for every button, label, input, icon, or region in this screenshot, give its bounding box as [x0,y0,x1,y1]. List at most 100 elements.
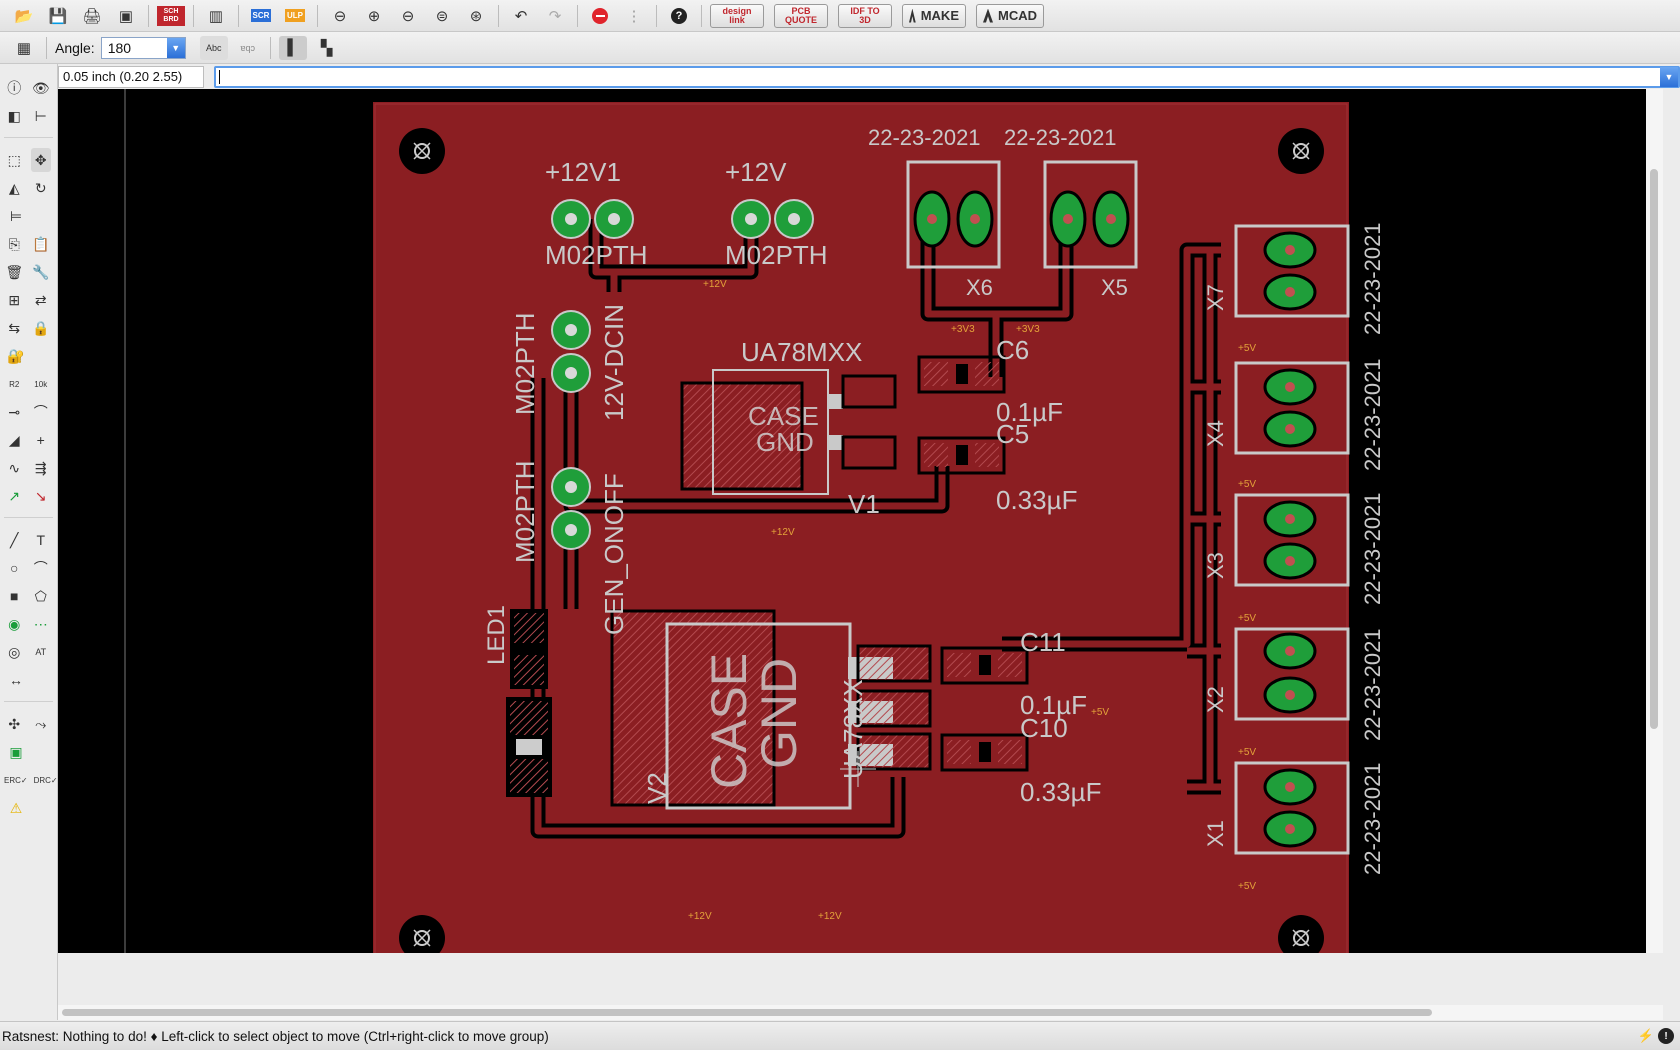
zoom-out-icon[interactable]: ⊖ [401,7,415,25]
warning-icon[interactable]: ⚠ [9,799,23,816]
align-icon[interactable]: ⊨ [9,207,23,224]
layout-single-icon[interactable]: ▌ [278,35,307,60]
erc-icon[interactable]: ERC✓ [4,775,28,785]
hole-icon[interactable]: ◎ [8,643,21,660]
idf-to-3d-button[interactable]: IDF TO 3D [838,3,892,28]
attribute-icon[interactable]: AT [35,647,47,657]
vertical-scrollbar[interactable] [1646,89,1663,953]
command-input[interactable]: ▼ [214,65,1680,88]
cam-icon[interactable]: ▣ [118,7,134,25]
library-icon[interactable]: ▥ [208,7,224,25]
mounting-hole[interactable] [399,128,445,174]
rect-icon[interactable]: ■ [10,588,19,604]
route-icon[interactable]: ↗ [8,487,21,504]
lock-group-icon[interactable]: 🔒 [32,319,50,336]
terminal-x2[interactable] [1234,627,1350,721]
wrench-icon[interactable]: 🔧 [32,263,50,280]
angle-select[interactable]: 180 ▼ [100,36,186,59]
swap-icon[interactable]: ⇆ [8,319,21,336]
save-icon[interactable]: 💾 [48,7,68,25]
delete-icon[interactable]: 🗑 [5,263,24,280]
terminal-x3[interactable] [1234,493,1350,587]
chevron-down-icon[interactable]: ▼ [1660,66,1678,87]
undo-icon[interactable]: ↶ [514,7,528,25]
regulator-v2[interactable] [610,609,932,810]
sch-brd-icon[interactable]: SCH BRD [157,4,185,28]
display-layers-icon[interactable]: ◧ [7,107,21,124]
ulp-icon[interactable]: ULP [281,4,309,28]
polygon-icon[interactable]: ⬠ [34,587,47,604]
show-icon[interactable]: 👁 [31,79,50,96]
select-icon[interactable]: ⬚ [7,151,21,168]
optimize-icon[interactable]: + [36,432,45,448]
miter-icon[interactable]: ⌒ [33,404,48,420]
text-icon[interactable]: T [36,532,46,548]
terminal-x4[interactable] [1234,361,1350,455]
open-icon[interactable]: 📂 [14,7,34,25]
ratsnest-icon[interactable]: ✣ [8,715,21,732]
connector-onoff[interactable] [551,467,591,550]
copy-icon[interactable]: ⎘ [8,235,20,252]
capacitor-c6[interactable] [917,355,1006,394]
ripup-icon[interactable]: ↘ [34,487,47,504]
scrollbar-thumb[interactable] [1650,169,1658,729]
horizontal-scrollbar[interactable] [58,1005,1663,1020]
capacitor-c5[interactable] [917,436,1006,475]
dimension-icon[interactable]: ↔ [9,672,23,688]
script-icon[interactable]: SCR [247,4,275,28]
regulator-v1[interactable] [680,369,897,495]
grid-icon[interactable]: ▦ [16,39,32,57]
capacitor-c11[interactable] [940,646,1029,685]
print-icon[interactable]: 🖨 [82,7,102,25]
signal-icon[interactable]: ⋯ [33,615,48,632]
connector-j2[interactable] [731,199,814,239]
drc-icon[interactable]: DRC✓ [33,775,58,785]
stop-icon[interactable] [586,4,614,28]
mirror-icon[interactable]: ◭ [8,179,20,196]
split-icon[interactable]: ⊸ [8,403,21,420]
mounting-hole[interactable] [1278,915,1324,953]
led-led1[interactable] [506,609,552,797]
add-part-icon[interactable]: ⊞ [8,291,21,308]
go-icon[interactable]: ⋮ [626,7,642,25]
via-icon[interactable]: ◉ [8,615,21,632]
board-icon[interactable]: ▣ [9,743,23,760]
autorouter-icon[interactable]: ⤳ [35,715,47,732]
mounting-hole[interactable] [399,915,445,953]
name-icon[interactable]: R2 [9,379,20,389]
connector-j1[interactable] [551,199,634,239]
zoom-in-icon[interactable]: ⊕ [367,7,381,25]
lock-icon[interactable]: 🔐 [7,347,25,364]
info-icon[interactable]: ! [1658,1028,1674,1044]
make-button[interactable]: MAKE [902,3,966,28]
arc-icon[interactable]: ⌒ [33,560,48,576]
terminal-x7[interactable] [1234,224,1350,318]
circle-icon[interactable]: ○ [10,560,19,576]
terminal-x6[interactable] [906,160,1001,269]
mirror-text-icon[interactable]: Abc [199,35,228,60]
mark-icon[interactable]: ⊢ [34,107,47,124]
routing-icon[interactable]: ⇶ [34,459,47,476]
board-canvas[interactable]: +12V +12V +12V +12V +3V3 +3V3 +5V +5V +5… [58,89,1663,953]
zoom-select-icon[interactable]: ⊜ [435,7,449,25]
help-icon[interactable]: ? [665,4,693,28]
meander-icon[interactable]: ∿ [8,459,21,476]
rotate-icon[interactable]: ↻ [34,179,47,196]
paste-icon[interactable]: 📋 [32,235,50,252]
lightning-icon[interactable]: ⚡ [1637,1028,1655,1043]
redo-icon[interactable]: ↷ [548,7,562,25]
value-icon[interactable]: 10k [34,379,48,389]
mounting-hole[interactable] [1278,128,1324,174]
capacitor-c10[interactable] [940,733,1029,772]
zoom-fit-icon[interactable]: ⊖ [333,7,347,25]
zoom-redraw-icon[interactable]: ⊛ [469,7,483,25]
spin-text-icon[interactable]: ɐqɔ [240,42,255,53]
move-icon[interactable]: ✥ [30,148,51,172]
info-icon[interactable]: ⓘ [7,80,22,96]
terminal-x5[interactable] [1043,160,1138,269]
replace-icon[interactable]: ⇄ [34,291,47,308]
line-icon[interactable]: ╱ [10,531,19,548]
pcb-quote-button[interactable]: PCB QUOTE [774,3,828,28]
connector-dcin[interactable] [551,310,591,393]
scrollbar-thumb[interactable] [62,1009,1432,1016]
